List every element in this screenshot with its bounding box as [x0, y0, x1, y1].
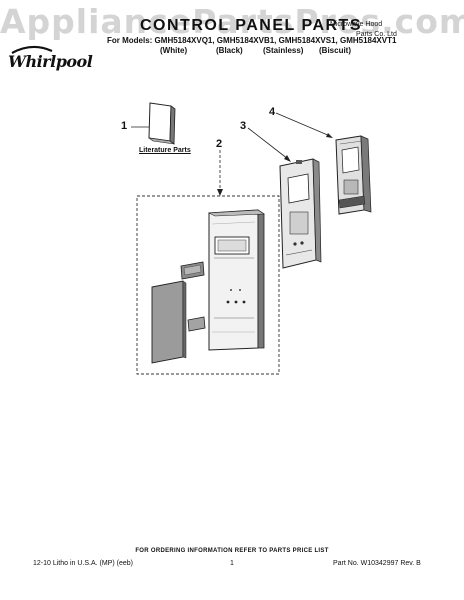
callout-3-leader	[247, 127, 289, 160]
literature-booklet	[148, 102, 176, 145]
color-white: (White)	[160, 46, 188, 55]
brand-logo: Whirlpool	[8, 52, 93, 71]
color-stainless: (Stainless)	[263, 46, 304, 55]
kit-dashed-box	[136, 195, 280, 375]
part-number: Part No. W10342997 Rev. B	[333, 560, 421, 567]
watermark: AppliancePartsPros.com	[0, 2, 464, 41]
control-panel-front	[207, 209, 265, 351]
litho-line: 12-10 Litho in U.S.A. (MP) (eeb)	[33, 560, 133, 567]
callout-1: 1	[121, 120, 128, 132]
display-window	[180, 261, 205, 280]
brand-logo-swoosh-icon	[11, 45, 53, 54]
top-right-text-line1: Microwave Hood	[330, 21, 383, 28]
small-tab-piece	[187, 316, 206, 332]
page-number: 1	[230, 560, 234, 567]
control-support-bracket	[279, 158, 322, 269]
callout-3: 3	[240, 120, 247, 132]
ordering-note: FOR ORDERING INFORMATION REFER TO PARTS …	[135, 548, 329, 554]
callout-4-leader	[275, 112, 331, 137]
upper-bracket	[335, 135, 372, 215]
callout-2: 2	[216, 138, 223, 150]
top-right-text-line2: Parts Co. Ltd	[356, 31, 397, 38]
color-biscuit: (Biscuit)	[319, 46, 351, 55]
callout-4: 4	[269, 106, 276, 118]
color-black: (Black)	[216, 46, 243, 55]
literature-parts-label: Literature Parts	[139, 147, 191, 154]
page-title: CONTROL PANEL PARTS	[140, 17, 362, 34]
models-line: For Models: GMH5184XVQ1, GMH5184XVB1, GM…	[107, 36, 397, 45]
touch-membrane	[151, 280, 187, 364]
